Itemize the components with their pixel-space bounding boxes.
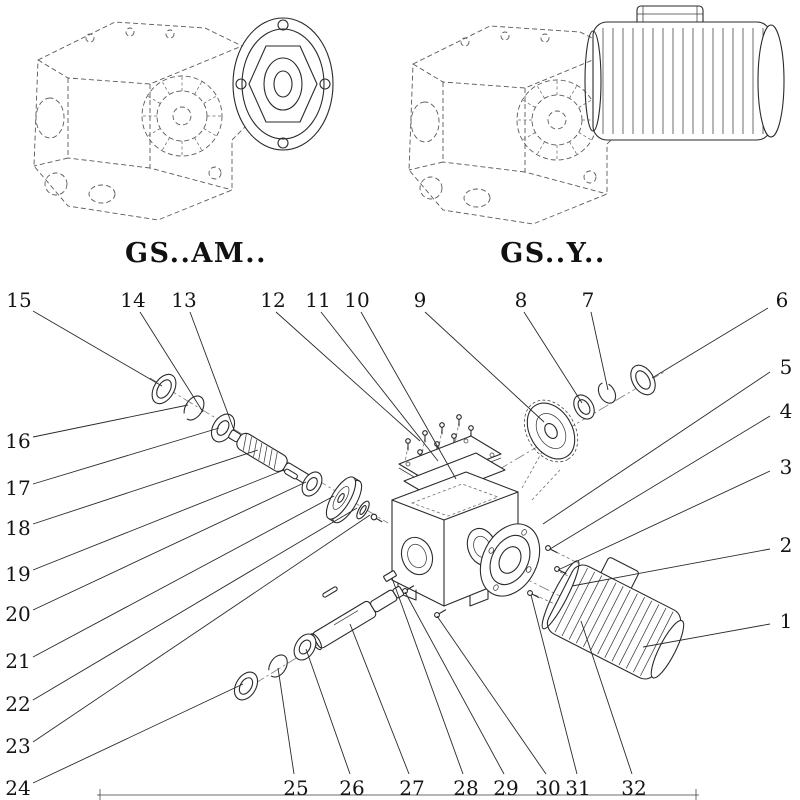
- part-number-10: 10: [344, 288, 369, 312]
- leader-line-13: [189, 311, 235, 431]
- part-number-29: 29: [493, 776, 518, 800]
- part-number-9: 9: [414, 288, 427, 312]
- part-number-14: 14: [120, 288, 145, 312]
- leader-line-30: [436, 615, 547, 775]
- motor-sketch: [584, 5, 785, 141]
- leader-line-15: [32, 310, 163, 387]
- leader-line-27: [349, 623, 410, 775]
- drawing-frame: [97, 789, 699, 800]
- part-input-seal: [151, 373, 177, 405]
- part-shaft-key: [284, 468, 298, 480]
- exploded-view: [149, 364, 685, 701]
- part-number-25: 25: [283, 776, 308, 800]
- part-number-1: 1: [780, 609, 793, 633]
- leader-line-24: [32, 683, 244, 784]
- part-output-circlip: [268, 654, 288, 678]
- part-number-12: 12: [260, 288, 285, 312]
- output-flange-sketch: [232, 17, 334, 151]
- leader-line-20: [32, 481, 307, 611]
- part-output-seal: [630, 364, 656, 396]
- part-motor: [541, 557, 685, 680]
- gearbox-sketch-left: [33, 21, 247, 221]
- part-number-21: 21: [5, 649, 30, 673]
- part-number-24: 24: [5, 776, 30, 800]
- leader-line-12: [275, 311, 421, 442]
- part-number-30: 30: [535, 776, 560, 800]
- part-screw-30: [433, 607, 448, 619]
- part-number-23: 23: [5, 734, 30, 758]
- part-number-27: 27: [399, 776, 424, 800]
- leader-line-4: [549, 415, 771, 550]
- leader-line-25: [277, 667, 295, 775]
- part-number-32: 32: [621, 776, 646, 800]
- part-gear-spacer: [573, 394, 595, 420]
- leader-line-21: [32, 495, 335, 658]
- part-number-17: 17: [5, 476, 30, 500]
- part-number-15: 15: [6, 288, 31, 312]
- leader-line-22: [32, 507, 358, 701]
- leader-line-10: [360, 311, 457, 480]
- variant-label-gs-am: GS..AM..: [125, 238, 267, 269]
- part-gear-circlip: [597, 382, 617, 404]
- leader-line-26: [305, 648, 351, 775]
- part-number-19: 19: [5, 562, 30, 586]
- leader-line-23: [32, 514, 371, 743]
- part-worm-wheel: [325, 476, 363, 524]
- part-shaft-pin: [322, 586, 338, 598]
- leader-line-3: [557, 470, 771, 571]
- leader-line-29: [404, 591, 505, 775]
- part-number-11: 11: [305, 288, 330, 312]
- part-number-20: 20: [5, 602, 30, 626]
- leader-line-16: [32, 404, 189, 438]
- part-number-2: 2: [780, 533, 793, 557]
- part-number-13: 13: [171, 288, 196, 312]
- projection-lines-gear: [521, 451, 561, 501]
- leader-line-6: [651, 307, 769, 379]
- leader-line-8: [523, 311, 583, 404]
- variant-label-gs-y: GS..Y..: [500, 238, 606, 269]
- part-number-28: 28: [453, 776, 478, 800]
- leader-line-2: [571, 548, 771, 587]
- part-number-5: 5: [780, 355, 793, 379]
- assembly-view-gs-y: [408, 5, 785, 225]
- part-number-26: 26: [339, 776, 364, 800]
- part-number-22: 22: [5, 692, 30, 716]
- part-number-7: 7: [582, 288, 595, 312]
- part-washer: [356, 500, 370, 520]
- part-number-18: 18: [5, 516, 30, 540]
- part-number-3: 3: [780, 455, 793, 479]
- leader-line-19: [32, 469, 285, 571]
- leader-line-9: [424, 311, 545, 423]
- part-output-bearing: [293, 633, 317, 661]
- part-input-bearing-2: [301, 471, 323, 497]
- assembly-view-gs-am: [33, 17, 334, 221]
- part-plug: [383, 570, 397, 582]
- leader-line-1: [642, 623, 771, 648]
- part-number-16: 16: [5, 429, 30, 453]
- part-input-circlip: [183, 395, 205, 421]
- leader-line-5: [542, 371, 771, 525]
- leader-line-7: [590, 311, 609, 391]
- part-number-8: 8: [515, 288, 528, 312]
- part-number-31: 31: [565, 776, 590, 800]
- leader-line-32: [580, 620, 633, 775]
- part-number-6: 6: [776, 288, 789, 312]
- leader-line-18: [32, 449, 259, 525]
- part-output-shaft: [309, 586, 405, 651]
- part-number-4: 4: [780, 399, 793, 423]
- leader-line-31: [530, 594, 578, 775]
- leader-line-17: [32, 427, 220, 485]
- leader-line-11: [320, 311, 439, 462]
- leader-line-14: [139, 311, 204, 413]
- part-lock-screw: [370, 513, 383, 523]
- leader-line-28: [391, 577, 464, 775]
- part-output-seal-lower: [233, 671, 259, 701]
- part-motor-flange-ring: [479, 523, 541, 597]
